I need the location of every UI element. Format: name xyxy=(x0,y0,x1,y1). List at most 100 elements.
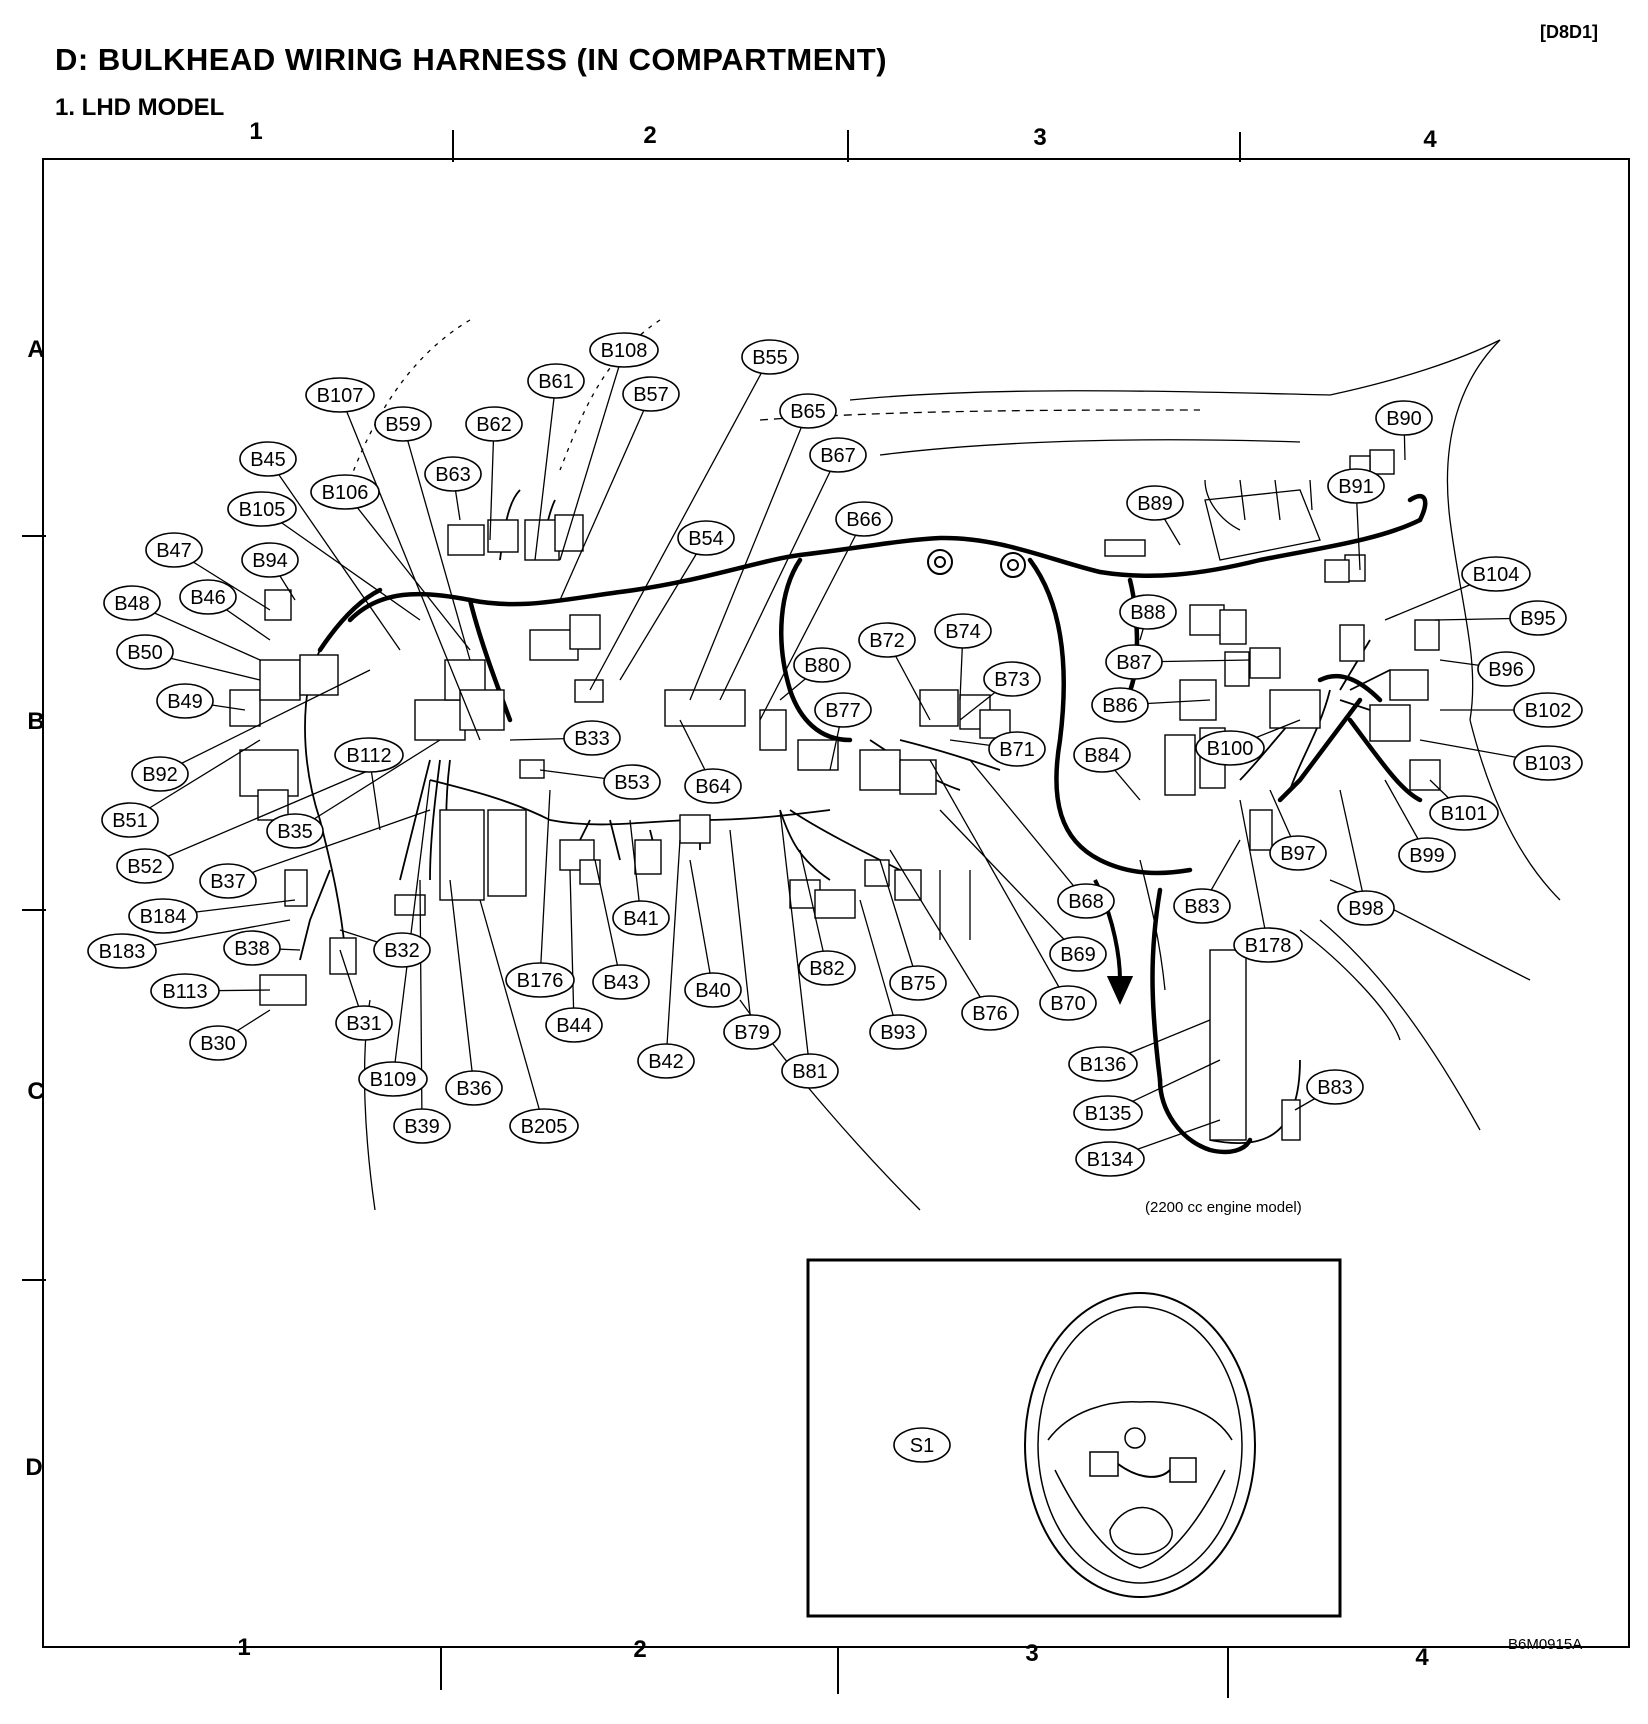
callout-b49: B49 xyxy=(156,683,214,719)
callout-b112: B112 xyxy=(334,737,404,773)
leader-line-b35 xyxy=(294,739,441,832)
callout-b64: B64 xyxy=(684,768,742,804)
callout-b84: B84 xyxy=(1073,737,1131,773)
callout-label: B86 xyxy=(1102,695,1138,717)
callout-label: B73 xyxy=(994,669,1030,691)
section-title: D: BULKHEAD WIRING HARNESS (IN COMPARTME… xyxy=(55,42,888,77)
callout-b73: B73 xyxy=(983,661,1041,697)
callout-bubble xyxy=(199,863,257,899)
leader-line-b40 xyxy=(689,859,714,991)
callout-label: B96 xyxy=(1488,659,1524,681)
callout-bubble xyxy=(1039,985,1097,1021)
callout-bubble xyxy=(1337,890,1395,926)
callout-label: B87 xyxy=(1116,652,1152,674)
callout-bubble xyxy=(545,1007,603,1043)
callout-label: B59 xyxy=(385,414,421,436)
callout-bubble xyxy=(1068,1046,1138,1082)
leader-line-b54 xyxy=(619,537,707,681)
callout-label: B84 xyxy=(1084,745,1120,767)
callout-b46: B46 xyxy=(179,579,237,615)
callout-label: B105 xyxy=(239,499,286,521)
callout-b135: B135 xyxy=(1073,1095,1143,1131)
callout-b83-inset: B83 xyxy=(1306,1069,1364,1105)
leader-line-b205 xyxy=(479,899,545,1127)
callout-bubble xyxy=(358,1061,428,1097)
callout-b43: B43 xyxy=(592,964,650,1000)
harness-trunk xyxy=(317,493,1428,1155)
callout-b178: B178 xyxy=(1233,927,1303,963)
callout-label: B76 xyxy=(972,1003,1008,1025)
callout-label: B64 xyxy=(695,776,731,798)
callout-label: B79 xyxy=(734,1022,770,1044)
callout-label: B77 xyxy=(825,700,861,722)
connector-bodies xyxy=(229,449,1441,1141)
callout-bubble xyxy=(988,731,1046,767)
callout-label: B32 xyxy=(384,940,420,962)
callout-b76: B76 xyxy=(961,995,1019,1031)
callout-b136: B136 xyxy=(1068,1046,1138,1082)
callout-b71: B71 xyxy=(988,731,1046,767)
callout-label: B63 xyxy=(435,464,471,486)
callout-label: B36 xyxy=(456,1078,492,1100)
callout-b81: B81 xyxy=(781,1053,839,1089)
callout-bubble xyxy=(131,756,189,792)
grid-column-2-bottom: 2 xyxy=(633,1636,647,1663)
callout-label: B31 xyxy=(346,1013,382,1035)
callout-label: B30 xyxy=(200,1033,236,1055)
callout-label: B102 xyxy=(1525,700,1572,722)
callout-label: B176 xyxy=(517,970,564,992)
callout-b37: B37 xyxy=(199,863,257,899)
callout-bubble xyxy=(179,579,237,615)
callout-bubble xyxy=(858,622,916,658)
callout-bubble xyxy=(1306,1069,1364,1105)
callout-bubble xyxy=(1057,883,1115,919)
callout-label: B98 xyxy=(1348,898,1384,920)
callout-bubble xyxy=(814,692,872,728)
callout-b98: B98 xyxy=(1337,890,1395,926)
callout-bubble xyxy=(809,437,867,473)
callout-b94: B94 xyxy=(241,542,299,578)
callout-label: B48 xyxy=(114,593,150,615)
callout-b104: B104 xyxy=(1461,556,1531,592)
callout-label: B37 xyxy=(210,871,246,893)
callout-b79: B79 xyxy=(723,1014,781,1050)
callout-label: B66 xyxy=(846,509,882,531)
callout-label: B103 xyxy=(1525,753,1572,775)
callout-bubble xyxy=(87,933,157,969)
callout-label: B33 xyxy=(574,728,610,750)
callout-bubble xyxy=(305,377,375,413)
callout-bubble xyxy=(781,1053,839,1089)
leader-line-b108 xyxy=(559,349,625,561)
callout-label: B71 xyxy=(999,739,1035,761)
leader-line-b82 xyxy=(799,849,828,969)
callout-b102: B102 xyxy=(1513,692,1583,728)
callout-b75: B75 xyxy=(889,965,947,1001)
callout-label: B42 xyxy=(648,1051,684,1073)
callout-bubble xyxy=(793,647,851,683)
callout-label: B41 xyxy=(623,908,659,930)
callout-bubble xyxy=(189,1025,247,1061)
grid-row-d: D xyxy=(25,1454,43,1481)
callout-b95: B95 xyxy=(1509,600,1567,636)
callout-bubble xyxy=(374,406,432,442)
callout-b96: B96 xyxy=(1477,651,1535,687)
callout-bubble xyxy=(505,962,575,998)
callout-bubble xyxy=(239,441,297,477)
callout-bubble xyxy=(1477,651,1535,687)
callout-b69: B69 xyxy=(1049,936,1107,972)
callout-bubble xyxy=(373,932,431,968)
callout-b109: B109 xyxy=(358,1061,428,1097)
callout-b97: B97 xyxy=(1269,835,1327,871)
callout-label: B47 xyxy=(156,540,192,562)
callout-label: B94 xyxy=(252,550,288,572)
callout-b86: B86 xyxy=(1091,687,1149,723)
callout-label: B68 xyxy=(1068,891,1104,913)
callout-bubble xyxy=(424,456,482,492)
callout-label: B44 xyxy=(556,1015,592,1037)
leader-line-b106 xyxy=(344,491,471,651)
grid-column-4-top: 4 xyxy=(1423,126,1437,153)
grid-row-c: C xyxy=(27,1078,45,1105)
callout-bubble xyxy=(1126,485,1184,521)
callout-bubble xyxy=(684,972,742,1008)
